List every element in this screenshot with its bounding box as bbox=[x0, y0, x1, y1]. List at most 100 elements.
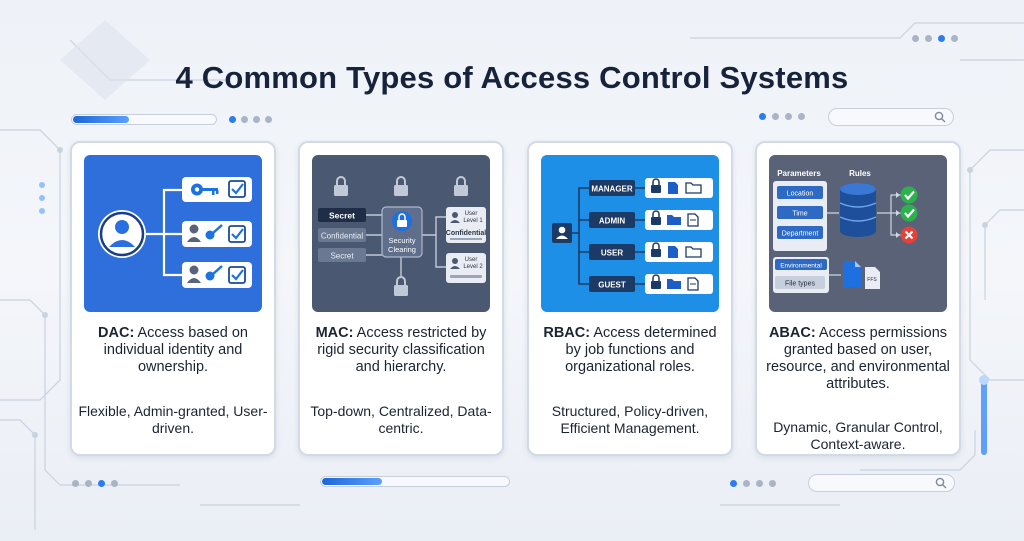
card-abac: Parameters Rules Location Time Departmen… bbox=[755, 141, 961, 456]
dac-illustration bbox=[84, 155, 262, 312]
check-icon bbox=[900, 204, 918, 222]
checkbox-icon bbox=[228, 266, 246, 284]
dac-row-2 bbox=[182, 221, 252, 247]
indicator-dot bbox=[85, 480, 92, 487]
indicator-dot bbox=[730, 480, 737, 487]
progress-pill-top-left bbox=[71, 114, 217, 125]
abac-traits: Dynamic, Granular Control, Context-aware… bbox=[773, 419, 943, 452]
mac-level-confidential: Confidential bbox=[321, 232, 363, 241]
mac-illustration: Secret Confidential Secret Security Clea… bbox=[312, 155, 490, 312]
indicator-dot bbox=[111, 480, 118, 487]
indicator-dot bbox=[72, 480, 79, 487]
card-rbac: MANAGER ADMIN USER GUEST RBAC: Access deter… bbox=[527, 141, 733, 456]
rbac-description-text: Access determined by job functions and o… bbox=[565, 325, 717, 375]
dac-term: DAC: bbox=[98, 325, 135, 341]
abac-description: ABAC: Access permissions granted based o… bbox=[763, 325, 953, 393]
rbac-role-row: GUEST bbox=[589, 274, 713, 294]
cross-icon bbox=[900, 226, 918, 244]
mac-user-level-label-2: Level 2 bbox=[463, 264, 483, 270]
document-icon bbox=[843, 261, 861, 287]
checkbox-icon bbox=[228, 225, 246, 243]
indicator-dot bbox=[772, 113, 779, 120]
abac-attr-location: Location bbox=[787, 191, 814, 198]
folder-icon bbox=[685, 246, 702, 258]
abac-illustration: Parameters Rules Location Time Departmen… bbox=[769, 155, 947, 312]
abac-file-badge: FFS bbox=[867, 277, 877, 283]
user-icon bbox=[552, 223, 572, 243]
card-mac: Secret Confidential Secret Security Clea… bbox=[298, 141, 504, 456]
indicator-dot bbox=[241, 116, 248, 123]
indicator-dot bbox=[759, 113, 766, 120]
search-bar-bottom-right[interactable] bbox=[808, 474, 955, 492]
rbac-role-label: GUEST bbox=[598, 280, 626, 289]
checkbox-icon bbox=[228, 180, 246, 198]
dac-description: DAC: Access based on individual identity… bbox=[78, 325, 268, 376]
indicator-dot bbox=[743, 480, 750, 487]
indicator-dot bbox=[798, 113, 805, 120]
dac-row-1 bbox=[182, 177, 252, 202]
user-icon bbox=[98, 210, 146, 258]
key-icon bbox=[205, 265, 223, 281]
indicator-dot bbox=[229, 116, 236, 123]
indicator-dot bbox=[265, 116, 272, 123]
abac-attr-file-types: File types bbox=[785, 281, 815, 288]
mac-user-clearance: Confidential bbox=[446, 230, 486, 237]
rbac-illustration: MANAGER ADMIN USER GUEST bbox=[541, 155, 719, 312]
lock-icon bbox=[334, 176, 468, 296]
indicator-dot bbox=[938, 35, 945, 42]
indicator-dot bbox=[912, 35, 919, 42]
abac-attr-department: Department bbox=[782, 231, 819, 238]
lock-icon bbox=[651, 210, 661, 225]
check-icon bbox=[900, 186, 918, 204]
indicator-dot bbox=[769, 480, 776, 487]
user-icon bbox=[187, 224, 201, 242]
key-icon bbox=[191, 183, 219, 196]
abac-description-text: Access permissions granted based on user… bbox=[766, 325, 950, 392]
mac-user-label-2: User bbox=[465, 257, 478, 263]
key-icon bbox=[205, 224, 223, 240]
search-icon bbox=[934, 111, 946, 123]
folder-icon bbox=[667, 215, 681, 225]
mac-user-label: User bbox=[465, 211, 478, 217]
mac-traits: Top-down, Centralized, Data-centric. bbox=[310, 403, 492, 436]
dac-description-text: Access based on individual identity and … bbox=[103, 325, 248, 375]
abac-attr-environmental: Environmental bbox=[780, 263, 822, 270]
mac-clearing-line2: Clearing bbox=[388, 245, 416, 254]
rbac-role-row: ADMIN bbox=[589, 210, 713, 230]
lock-icon bbox=[651, 242, 661, 257]
rbac-role-label: USER bbox=[601, 248, 623, 257]
card-dac: DAC: Access based on individual identity… bbox=[70, 141, 276, 456]
lock-icon bbox=[651, 274, 661, 289]
rbac-description: RBAC: Access determined by job functions… bbox=[535, 325, 725, 376]
rbac-role-row: MANAGER bbox=[589, 178, 713, 198]
indicator-dot bbox=[951, 35, 958, 42]
abac-attr-time: Time bbox=[792, 211, 807, 218]
shield-lock-icon bbox=[392, 211, 412, 231]
document-icon bbox=[668, 182, 678, 194]
rbac-role-label: ADMIN bbox=[599, 216, 625, 225]
file-type-icon: FFS bbox=[865, 267, 880, 289]
database-icon bbox=[839, 183, 877, 237]
mac-description: MAC: Access restricted by rigid security… bbox=[306, 325, 496, 376]
rbac-role-label: MANAGER bbox=[591, 184, 633, 193]
indicator-dot bbox=[253, 116, 260, 123]
progress-pill-bottom bbox=[320, 476, 510, 487]
lock-icon bbox=[651, 178, 661, 193]
document-icon bbox=[687, 277, 699, 291]
rbac-term: RBAC: bbox=[543, 325, 591, 341]
document-icon bbox=[668, 246, 678, 258]
abac-parameters-label: Parameters bbox=[777, 169, 821, 178]
document-icon bbox=[687, 213, 699, 227]
dac-row-3 bbox=[182, 262, 252, 288]
indicator-dot bbox=[756, 480, 763, 487]
user-icon bbox=[187, 265, 201, 283]
search-icon bbox=[935, 477, 947, 489]
indicator-dot bbox=[98, 480, 105, 487]
mac-level-secret-2: Secret bbox=[330, 252, 354, 261]
rbac-role-row: USER bbox=[589, 242, 713, 262]
folder-icon bbox=[667, 279, 681, 289]
rbac-traits: Structured, Policy-driven, Efficient Man… bbox=[551, 403, 709, 436]
search-bar-top-right[interactable] bbox=[828, 108, 954, 126]
mac-user-level-2: User Level 2 bbox=[446, 253, 486, 283]
